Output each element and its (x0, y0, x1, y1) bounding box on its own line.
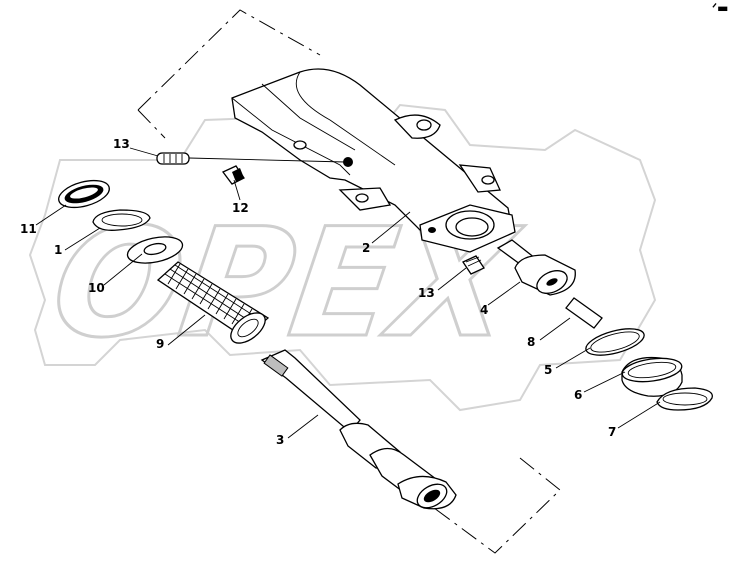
part-8-small-spring (565, 297, 603, 329)
callout-6: 6 (574, 388, 582, 402)
callout-7: 7 (608, 425, 616, 439)
callout-11: 11 (20, 222, 37, 236)
part-13-set-screw-top (156, 152, 346, 165)
callout-4: 4 (480, 303, 488, 317)
part-5-o-ring (585, 328, 645, 356)
part-12-key (221, 165, 245, 185)
part-4-plunger (496, 239, 576, 296)
part-9-spring (156, 261, 270, 344)
callout-12: 12 (232, 201, 249, 215)
part-11-cap (58, 179, 110, 209)
part-13-set-screw-lower (462, 255, 485, 275)
callout-1: 1 (54, 243, 62, 257)
callout-2: 2 (362, 241, 370, 255)
callout-8: 8 (527, 335, 535, 349)
callout-labels: 11 1 10 13 12 9 2 13 4 8 5 6 7 3 (20, 137, 616, 447)
callout-10: 10 (88, 281, 105, 295)
frame-lines (137, 9, 561, 554)
callout-13-top: 13 (113, 137, 130, 151)
callout-13-lower: 13 (418, 286, 435, 300)
callout-5: 5 (544, 363, 552, 377)
part-10-washer (126, 236, 184, 264)
part-3-shaft (260, 349, 457, 510)
corner-mark: ᐟ▬ (712, 1, 728, 15)
leader-lines (35, 147, 661, 439)
part-7-retaining-ring (656, 387, 714, 411)
part-6-plug (621, 356, 683, 397)
callout-3: 3 (276, 433, 284, 447)
part-2-housing (231, 68, 516, 253)
callout-9: 9 (156, 337, 164, 351)
part-1-gasket (92, 209, 151, 231)
